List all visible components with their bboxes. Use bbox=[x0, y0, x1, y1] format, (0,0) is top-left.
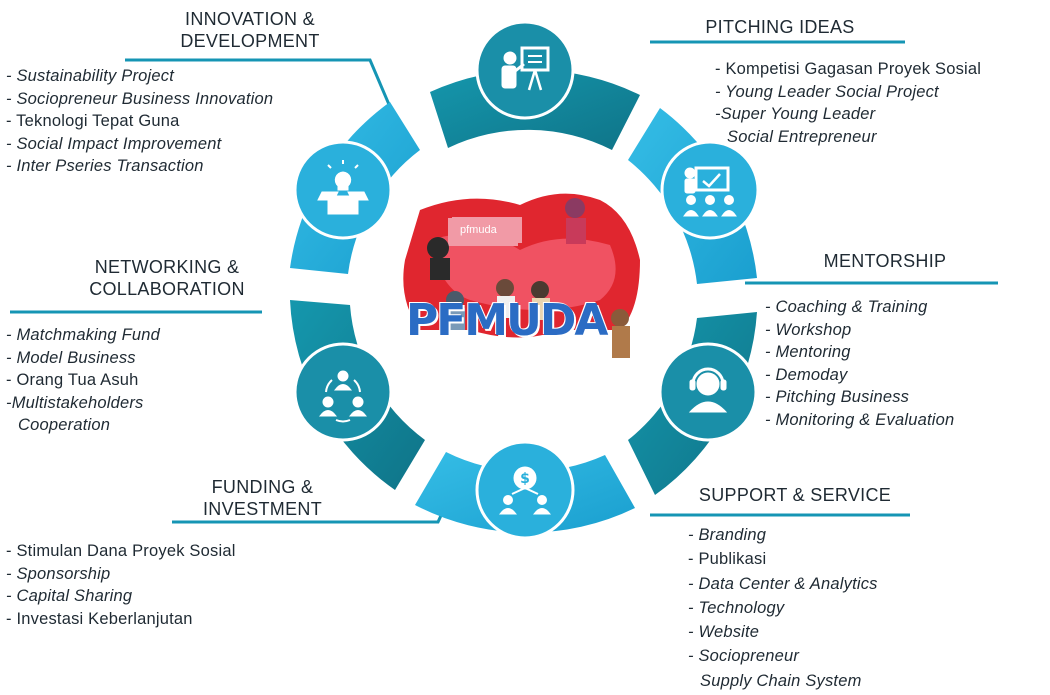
list-mentorship: - Coaching & Training - Workshop - Mento… bbox=[765, 296, 954, 431]
svg-text:$: $ bbox=[520, 471, 530, 487]
list-item: - Technology bbox=[688, 598, 785, 617]
list-item: - Workshop bbox=[765, 320, 852, 339]
presenter-board-icon bbox=[501, 46, 550, 91]
list-item: - Sponsorship bbox=[6, 564, 111, 583]
list-item: Supply Chain System bbox=[700, 671, 862, 690]
list-item: - Social Impact Improvement bbox=[6, 134, 222, 153]
heading-mentorship: MENTORSHIP bbox=[823, 251, 947, 271]
list-item: - Orang Tua Asuh bbox=[6, 371, 139, 389]
list-item: - Sustainability Project bbox=[6, 67, 175, 85]
list-item: - Monitoring & Evaluation bbox=[765, 410, 955, 429]
list-item: - Inter Pseries Transaction bbox=[6, 157, 204, 175]
list-item: - Kompetisi Gagasan Proyek Sosial bbox=[715, 60, 982, 78]
list-item: - Website bbox=[688, 623, 760, 642]
audience-board-icon bbox=[683, 166, 737, 217]
heading-funding: FUNDING & INVESTMENT bbox=[202, 477, 322, 519]
headset-support-icon bbox=[688, 367, 728, 413]
list-item: Social Entrepreneur bbox=[727, 127, 877, 146]
list-item: - Sociopreneur bbox=[688, 647, 800, 666]
list-networking: - Matchmaking Fund - Model Business - Or… bbox=[6, 324, 160, 437]
list-innovation: - Sustainability Project - Sociopreneur … bbox=[6, 65, 273, 178]
list-item: - Demoday bbox=[765, 365, 848, 384]
list-item: - Pitching Business bbox=[765, 388, 910, 406]
list-item: - Coaching & Training bbox=[765, 298, 928, 316]
list-item: - Mentoring bbox=[765, 343, 851, 361]
list-item: - Teknologi Tepat Guna bbox=[6, 112, 180, 130]
list-item: - Matchmaking Fund bbox=[6, 326, 160, 344]
heading-support: SUPPORT & SERVICE bbox=[698, 485, 892, 505]
list-item: - Capital Sharing bbox=[6, 587, 133, 605]
list-item: - Model Business bbox=[6, 348, 136, 367]
heading-pitching: PITCHING IDEAS bbox=[705, 17, 855, 37]
list-pitching: - Kompetisi Gagasan Proyek Sosial - Youn… bbox=[715, 58, 981, 148]
list-funding: - Stimulan Dana Proyek Sosial - Sponsors… bbox=[6, 540, 236, 630]
lightbulb-box-icon bbox=[317, 160, 369, 215]
list-item: - Investasi Keberlanjutan bbox=[6, 609, 193, 628]
logo-wordmark: PFMUDA bbox=[406, 295, 608, 346]
heading-innovation: INNOVATION & DEVELOPMENT bbox=[180, 9, 320, 51]
list-item: - Branding bbox=[688, 526, 767, 544]
list-item: - Stimulan Dana Proyek Sosial bbox=[6, 542, 236, 560]
dollar-people-icon: $ bbox=[499, 466, 551, 515]
people-network-icon bbox=[319, 370, 367, 423]
list-item: - Publikasi bbox=[688, 550, 767, 569]
list-item: -Super Young Leader bbox=[715, 105, 876, 123]
list-item: - Sociopreneur Business Innovation bbox=[6, 89, 274, 108]
list-item: -Multistakeholders bbox=[6, 393, 144, 412]
center-logo: pfmuda PFMUDA bbox=[400, 185, 650, 380]
list-item: - Young Leader Social Project bbox=[715, 82, 939, 101]
list-item: Cooperation bbox=[18, 416, 111, 434]
list-item: - Data Center & Analytics bbox=[688, 574, 878, 593]
heading-networking: NETWORKING & COLLABORATION bbox=[89, 257, 245, 299]
list-support: - Branding - Publikasi - Data Center & A… bbox=[688, 523, 878, 693]
logo-badge: pfmuda bbox=[452, 217, 522, 243]
